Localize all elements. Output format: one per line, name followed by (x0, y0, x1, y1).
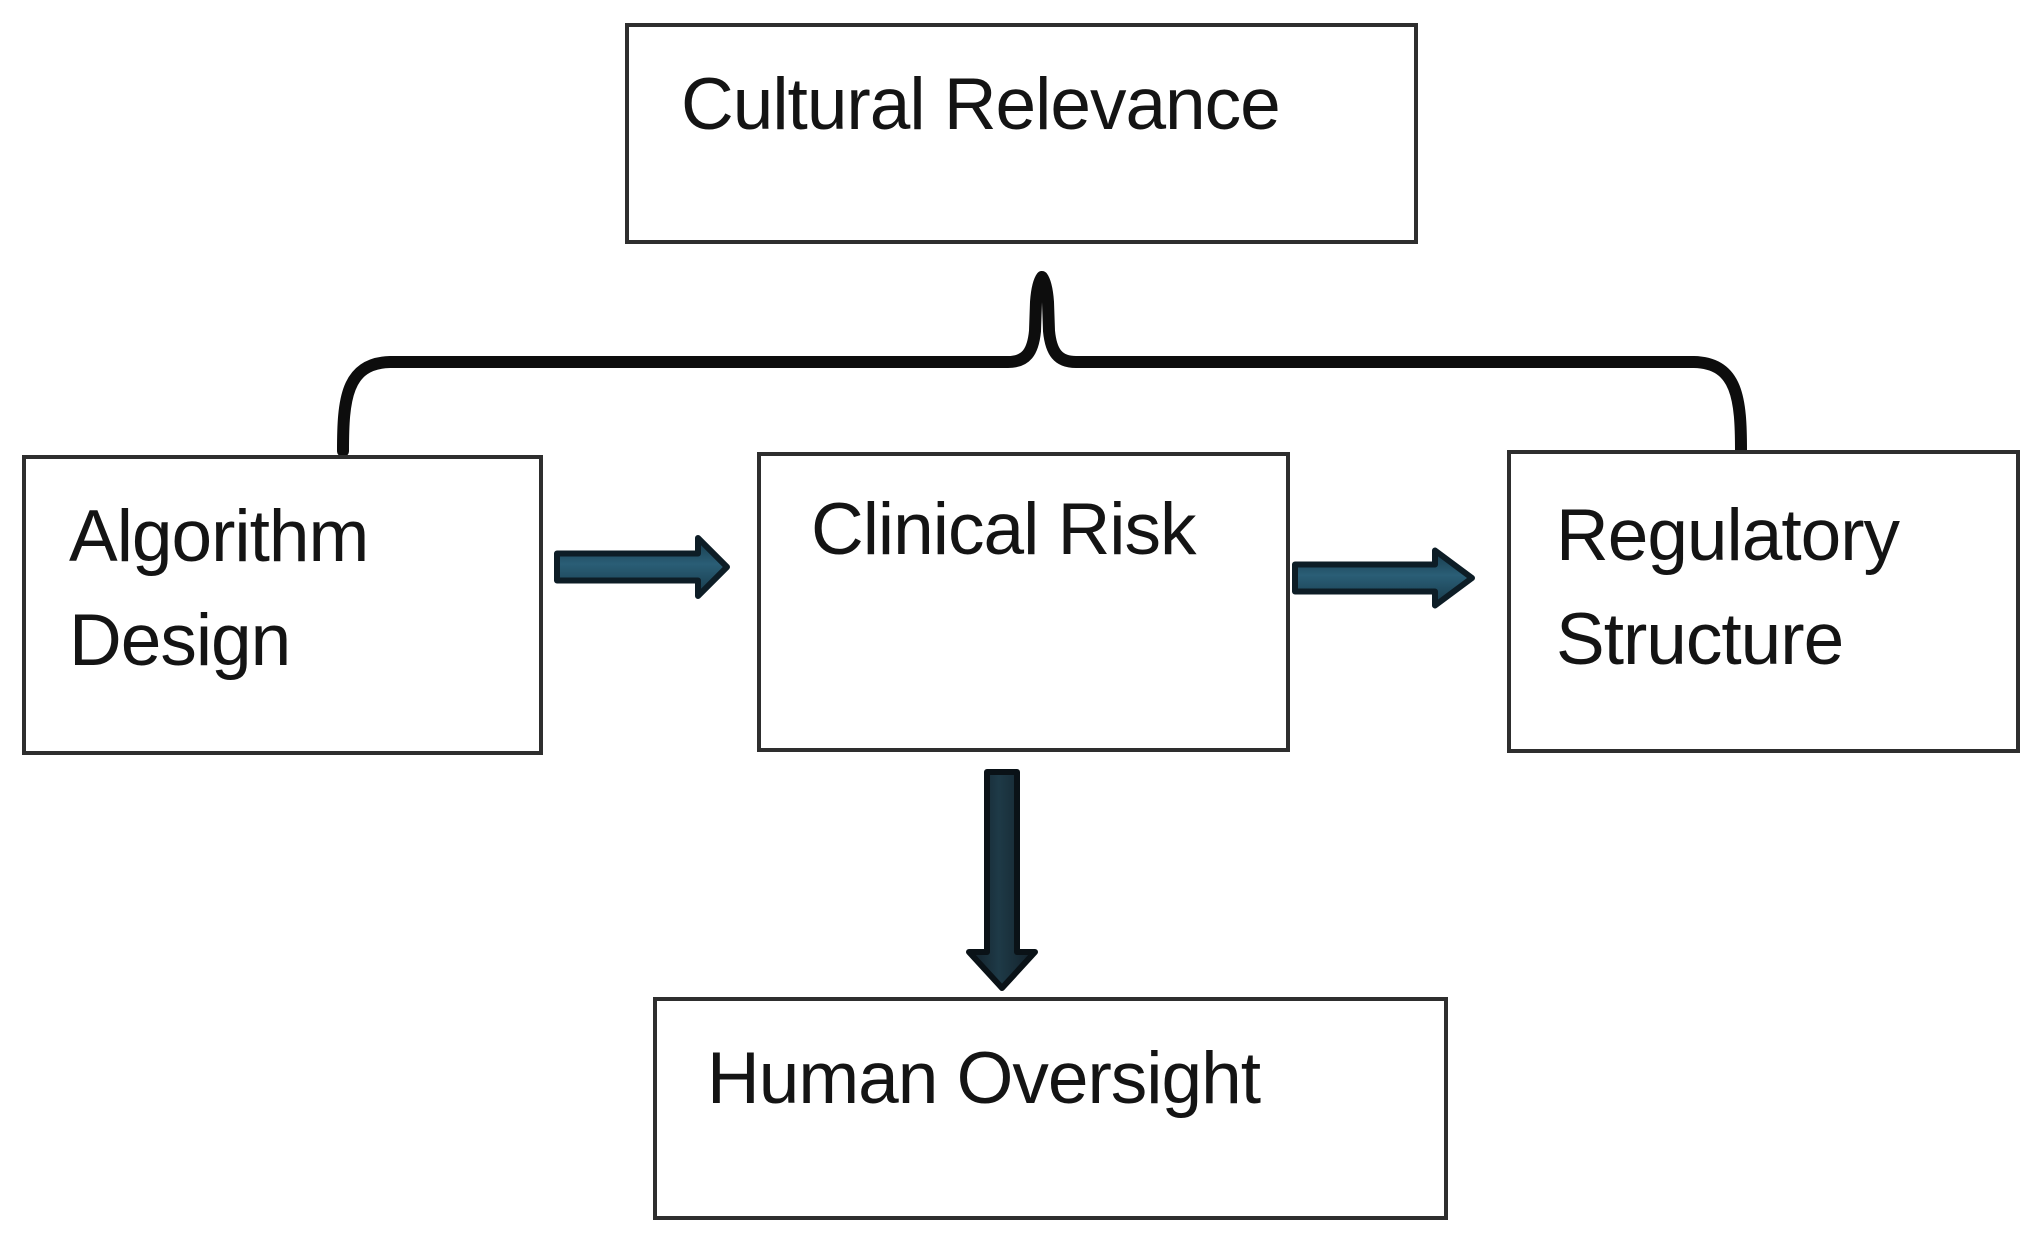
node-clinical-risk: Clinical Risk (757, 452, 1290, 752)
arrow-risk-to-regulatory-icon (1292, 547, 1475, 609)
node-cultural-relevance: Cultural Relevance (625, 23, 1418, 244)
curly-brace-connector (337, 271, 1747, 457)
node-algorithm-design: Algorithm Design (22, 455, 543, 755)
node-human-oversight: Human Oversight (653, 997, 1448, 1220)
arrow-risk-to-oversight-icon (966, 769, 1038, 991)
arrow-design-to-risk-icon (554, 535, 730, 599)
node-regulatory-structure: Regulatory Structure (1507, 450, 2020, 753)
